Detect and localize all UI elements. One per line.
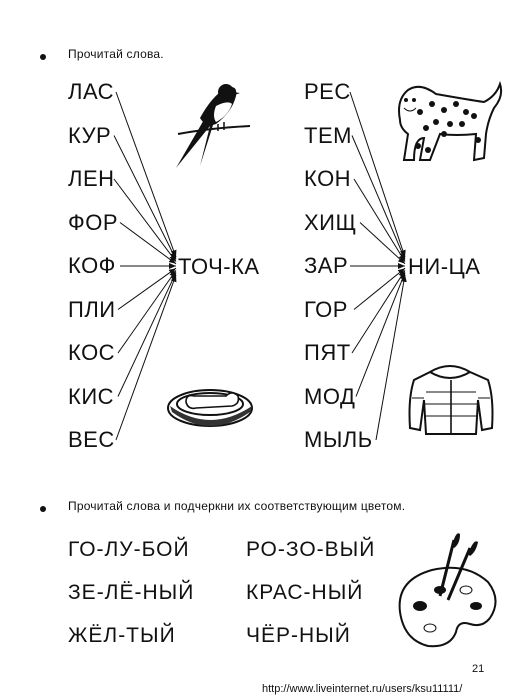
- arrow: [351, 270, 406, 354]
- right-syllable-5: ЗАР: [304, 253, 349, 278]
- left-syllable-5: КОФ: [68, 253, 116, 278]
- left-syllable-7: КОС: [68, 340, 116, 365]
- color-word: ЧЁР-НЫЙ: [246, 624, 351, 647]
- left-syllable-1: ЛАС: [68, 79, 115, 104]
- bullet: [40, 506, 46, 512]
- arrow: [375, 274, 407, 441]
- left-syllable-6: ПЛИ: [68, 296, 116, 322]
- arrow: [115, 274, 177, 441]
- right-syllable-1: РЕС: [304, 79, 351, 104]
- arrow: [115, 91, 177, 258]
- arrow: [117, 270, 177, 354]
- arrow: [353, 267, 406, 310]
- arrow: [353, 178, 406, 262]
- right-syllable-8: МОД: [304, 383, 356, 409]
- left-syllable-3: ЛЕН: [68, 166, 115, 191]
- bullet: [40, 54, 46, 60]
- right-syllable-9: МЫЛЬ: [304, 427, 373, 452]
- arrow: [113, 178, 177, 262]
- left-target-word: ТОЧ-КА: [178, 254, 260, 279]
- color-word: ГО-ЛУ-БОЙ: [68, 538, 190, 561]
- arrow: [355, 272, 406, 397]
- right-target-word: НИ-ЦА: [408, 254, 481, 279]
- color-word: РО-ЗО-ВЫЙ: [246, 538, 376, 561]
- color-word: КРАС-НЫЙ: [246, 581, 364, 604]
- right-syllable-6: ГОР: [304, 296, 348, 322]
- page-number: 21: [472, 663, 485, 675]
- instruction-1: Прочитай слова.: [68, 47, 164, 61]
- arrow: [113, 135, 177, 260]
- right-syllable-7: ПЯТ: [304, 340, 351, 365]
- arrow: [119, 222, 177, 265]
- right-syllable-3: КОН: [304, 166, 352, 191]
- arrow: [117, 267, 177, 310]
- left-syllable-4: ФОР: [68, 209, 119, 235]
- arrow: [351, 135, 406, 260]
- source-url-footer: http://www.liveinternet.ru/users/ksu1111…: [262, 683, 463, 695]
- right-syllable-4: ХИЩ: [304, 209, 357, 235]
- left-syllable-8: КИС: [68, 383, 115, 409]
- left-syllable-2: КУР: [68, 122, 112, 148]
- color-word: ЖЁЛ-ТЫЙ: [68, 624, 176, 647]
- instruction-2: Прочитай слова и подчеркни их соответств…: [68, 499, 406, 513]
- right-syllable-2: ТЕМ: [304, 122, 352, 148]
- arrow: [359, 222, 406, 265]
- arrow: [117, 272, 177, 397]
- left-syllable-9: ВЕС: [68, 427, 115, 452]
- arrow: [349, 91, 406, 258]
- color-word: ЗЕ-ЛЁ-НЫЙ: [68, 581, 195, 604]
